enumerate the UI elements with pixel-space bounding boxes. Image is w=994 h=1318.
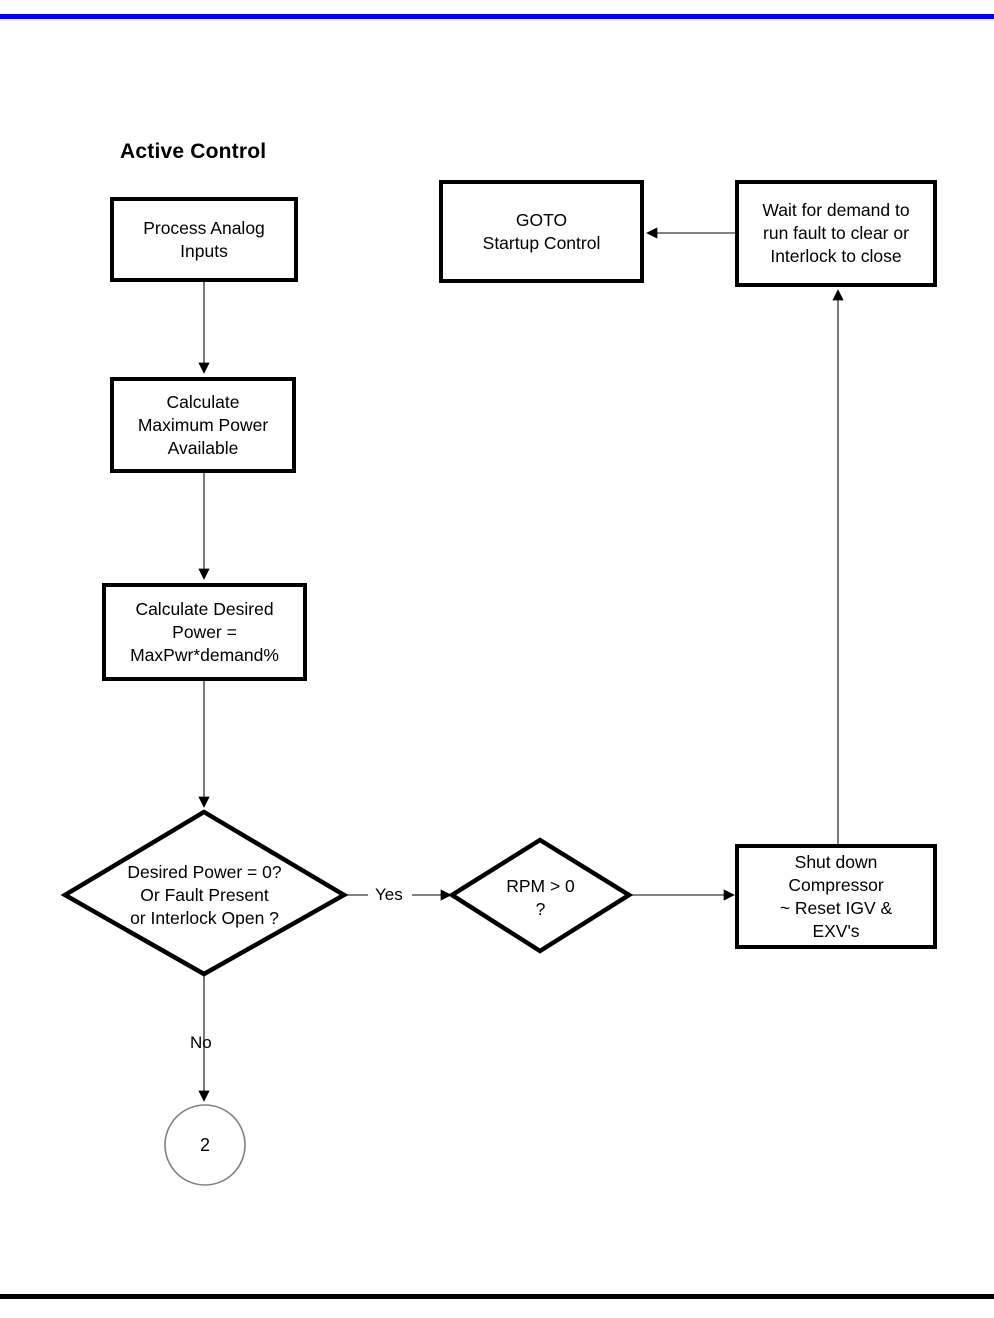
node-wait-for-demand[interactable] (735, 180, 937, 287)
page-title: Active Control (120, 140, 267, 163)
node-label-connector-two: 2 (199, 1134, 210, 1155)
node-decision-desired-power-zero[interactable] (60, 809, 349, 977)
bottom-rule-divider (0, 1294, 994, 1299)
node-shut-down-compressor[interactable] (735, 844, 937, 949)
top-rule-divider (0, 14, 994, 19)
node-process-analog-inputs[interactable] (110, 197, 298, 282)
edge-label-no: No (190, 1033, 212, 1052)
edge-label-yes: Yes (375, 885, 403, 904)
node-decision-rpm-greater-zero[interactable] (447, 837, 634, 954)
node-goto-startup-control[interactable] (439, 180, 644, 283)
node-calculate-desired-power[interactable] (102, 583, 307, 681)
node-calculate-maximum-power[interactable] (110, 377, 296, 473)
node-connector-two[interactable] (164, 1104, 246, 1186)
